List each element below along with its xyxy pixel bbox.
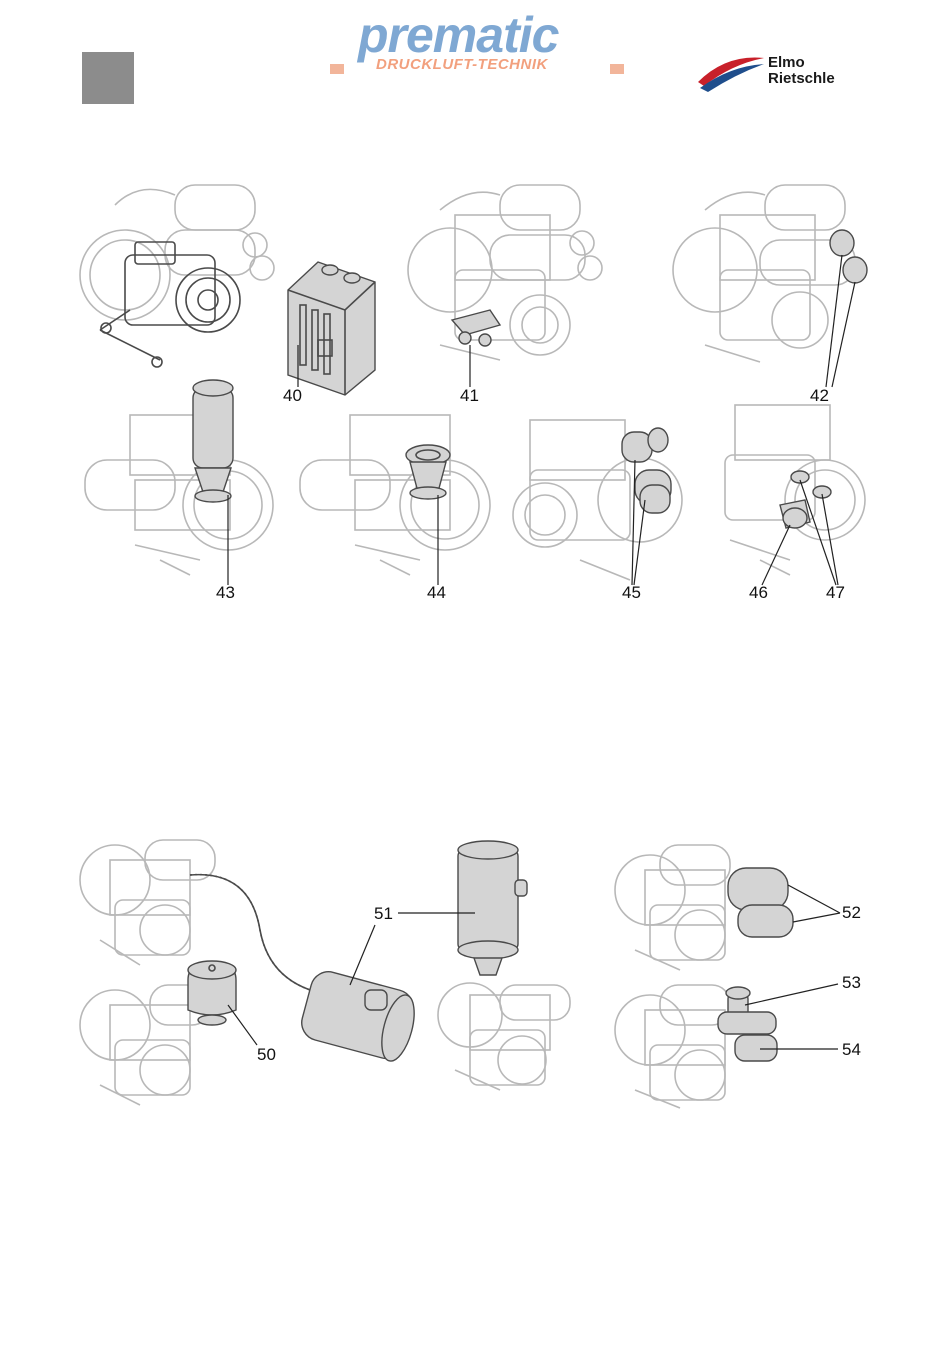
part-50-illustration	[80, 961, 236, 1105]
callout-43: 43	[216, 583, 235, 603]
part-51-hose-illustration	[80, 840, 420, 1064]
callout-42: 42	[810, 386, 829, 406]
callout-44: 44	[427, 583, 446, 603]
callout-54: 54	[842, 1040, 861, 1060]
callout-46: 46	[749, 583, 768, 603]
callout-47: 47	[826, 583, 845, 603]
part-43-illustration	[85, 380, 273, 575]
callout-45: 45	[622, 583, 641, 603]
callout-52: 52	[842, 903, 861, 923]
part-52-illustration	[615, 845, 793, 970]
callout-41: 41	[460, 386, 479, 406]
part-46-47-illustration	[725, 405, 865, 575]
part-51-filter-illustration	[438, 841, 570, 1090]
part-41-illustration	[408, 185, 602, 360]
callout-40: 40	[283, 386, 302, 406]
callout-51: 51	[374, 904, 393, 924]
part-45-illustration	[513, 420, 682, 580]
callout-53: 53	[842, 973, 861, 993]
part-40-illustration	[288, 262, 375, 395]
callout-50: 50	[257, 1045, 276, 1065]
blower-illustration-1	[80, 185, 274, 367]
part-44-illustration	[300, 415, 490, 575]
part-42-illustration	[673, 185, 867, 362]
